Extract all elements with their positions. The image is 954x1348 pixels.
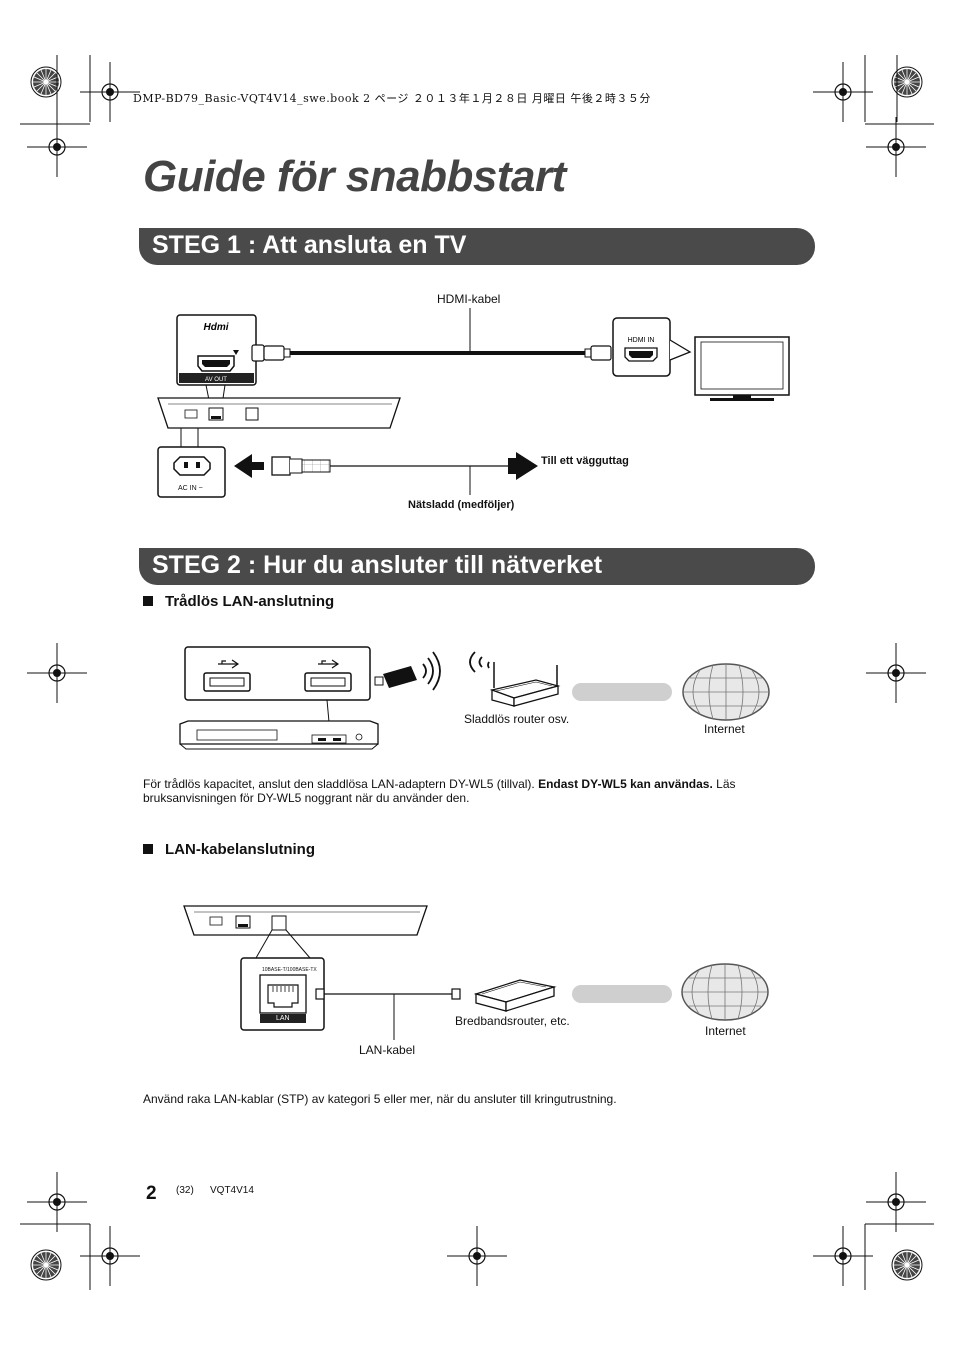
page-title: Guide för snabbstart bbox=[143, 152, 566, 201]
wireless-note: För trådlös kapacitet, anslut den sladdl… bbox=[143, 777, 803, 805]
book-header-line: DMP-BD79_Basic-VQT4V14_swe.book 2 ページ ２０… bbox=[133, 92, 651, 105]
page-number: 2 bbox=[146, 1183, 157, 1204]
bullet-square-icon bbox=[143, 596, 153, 606]
wireless-diagram bbox=[179, 646, 770, 750]
wireless-subheading-text: Trådlös LAN-anslutning bbox=[165, 593, 335, 610]
ac-in-label: AC IN ~ bbox=[178, 485, 203, 492]
wired-subheading-text: LAN-kabelanslutning bbox=[165, 841, 316, 858]
wireless-subheading: Trådlös LAN-anslutning bbox=[143, 593, 334, 610]
broadband-router-label: Bredbandsrouter, etc. bbox=[455, 1014, 570, 1028]
registration-marks bbox=[20, 55, 934, 1290]
wired-subheading: LAN-kabelanslutning bbox=[143, 841, 315, 858]
step1-heading-bar: STEG 1 : Att ansluta en TV bbox=[139, 228, 815, 265]
wired-internet-label: Internet bbox=[705, 1024, 746, 1038]
svg-text:HDMI IN: HDMI IN bbox=[628, 337, 655, 344]
step2-heading: STEG 2 : Hur du ansluter till nätverket bbox=[152, 551, 603, 579]
wireless-note-tail: Läs bruksanvisningen för DY-WL5 noggrant… bbox=[143, 777, 736, 805]
wired-diagram bbox=[183, 905, 769, 1040]
step2-heading-bar: STEG 2 : Hur du ansluter till nätverket bbox=[139, 548, 815, 585]
lan-port-label: LAN bbox=[276, 1015, 290, 1022]
svg-text:AV OUT: AV OUT bbox=[205, 377, 227, 383]
wireless-note-text: För trådlös kapacitet, anslut den sladdl… bbox=[143, 777, 539, 791]
document-code: VQT4V14 bbox=[210, 1185, 254, 1196]
wireless-note-bold: Endast DY-WL5 kan användas. bbox=[538, 777, 713, 791]
wired-note: Använd raka LAN-kablar (STP) av kategori… bbox=[143, 1092, 617, 1106]
lan-port-spec-label: 10BASE-T/100BASE-TX bbox=[262, 967, 317, 973]
bullet-square-icon bbox=[143, 844, 153, 854]
wireless-internet-label: Internet bbox=[704, 722, 745, 736]
wall-outlet-label: Till ett vägguttag bbox=[541, 455, 629, 467]
page-reference: (32) bbox=[176, 1185, 194, 1196]
hdmi-cable-label: HDMI-kabel bbox=[437, 292, 501, 306]
lan-cable-label: LAN-kabel bbox=[359, 1043, 416, 1057]
step1-heading: STEG 1 : Att ansluta en TV bbox=[152, 231, 467, 259]
step1-diagram: AV OUT Hdmi HDMI IN bbox=[157, 308, 790, 498]
power-cord-label: Nätsladd (medföljer) bbox=[408, 499, 515, 511]
svg-text:Hdmi: Hdmi bbox=[204, 322, 229, 333]
wireless-router-label: Sladdlös router osv. bbox=[464, 712, 570, 726]
